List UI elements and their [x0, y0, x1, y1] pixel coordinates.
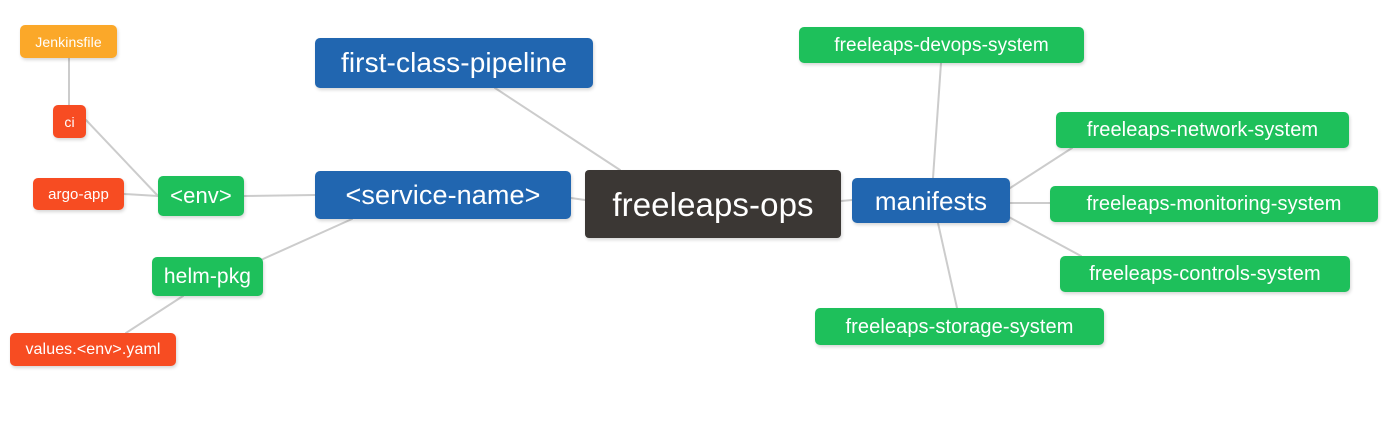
- edge-manifests-to-devops-system: [932, 62, 942, 179]
- mindmap-node-first-class-pipeline[interactable]: first-class-pipeline: [315, 38, 593, 88]
- mindmap-node-label: freeleaps-network-system: [1086, 119, 1319, 141]
- mindmap-node-values-env-yaml[interactable]: values.<env>.yaml: [10, 333, 176, 366]
- mindmap-node-label: <service-name>: [345, 179, 541, 210]
- edge-service-name-to-freeleaps-ops: [570, 197, 586, 201]
- mindmap-node-manifests[interactable]: manifests: [852, 178, 1010, 223]
- mindmap-node-label: freeleaps-storage-system: [845, 315, 1074, 338]
- mindmap-node-label: freeleaps-ops: [612, 185, 814, 223]
- mindmap-node-label: helm-pkg: [163, 265, 252, 288]
- mindmap-node-devops-system[interactable]: freeleaps-devops-system: [799, 27, 1084, 63]
- mindmap-node-service-name[interactable]: <service-name>: [315, 171, 571, 219]
- mindmap-node-label: first-class-pipeline: [340, 47, 568, 78]
- mindmap-node-storage-system[interactable]: freeleaps-storage-system: [815, 308, 1104, 345]
- mindmap-node-freeleaps-ops[interactable]: freeleaps-ops: [585, 170, 841, 238]
- mindmap-node-label: <env>: [170, 183, 232, 208]
- edge-freeleaps-ops-to-manifests: [840, 199, 853, 202]
- mindmap-node-label: freeleaps-controls-system: [1089, 263, 1321, 285]
- mindmap-node-ci[interactable]: ci: [53, 105, 86, 138]
- edge-helm-pkg-to-service-name: [262, 218, 353, 260]
- mindmap-node-label: freeleaps-devops-system: [834, 34, 1049, 56]
- edge-values-env-yaml-to-helm-pkg: [125, 295, 184, 334]
- edge-manifests-to-network-system: [1006, 147, 1073, 191]
- edge-first-class-pipeline-to-freeleaps-ops: [494, 87, 621, 171]
- mindmap-node-env[interactable]: <env>: [158, 176, 244, 216]
- mindmap-node-label: Jenkinsfile: [35, 33, 102, 50]
- mindmap-node-label: manifests: [874, 185, 988, 216]
- mindmap-node-jenkinsfile[interactable]: Jenkinsfile: [20, 25, 117, 58]
- mindmap-node-label: argo-app: [48, 185, 109, 203]
- edge-argo-app-to-env: [123, 193, 159, 197]
- mindmap-node-network-system[interactable]: freeleaps-network-system: [1056, 112, 1349, 148]
- mindmap-node-label: freeleaps-monitoring-system: [1086, 193, 1342, 215]
- edge-env-to-service-name: [243, 194, 316, 197]
- mindmap-node-controls-system[interactable]: freeleaps-controls-system: [1060, 256, 1350, 292]
- mindmap-node-helm-pkg[interactable]: helm-pkg: [152, 257, 263, 296]
- mindmap-node-monitoring-system[interactable]: freeleaps-monitoring-system: [1050, 186, 1378, 222]
- mindmap-node-label: values.<env>.yaml: [25, 340, 161, 358]
- edge-manifests-to-storage-system: [937, 222, 958, 309]
- edge-manifests-to-controls-system: [1006, 215, 1082, 257]
- mindmap-node-label: ci: [64, 113, 75, 130]
- mindmap-node-argo-app[interactable]: argo-app: [33, 178, 124, 210]
